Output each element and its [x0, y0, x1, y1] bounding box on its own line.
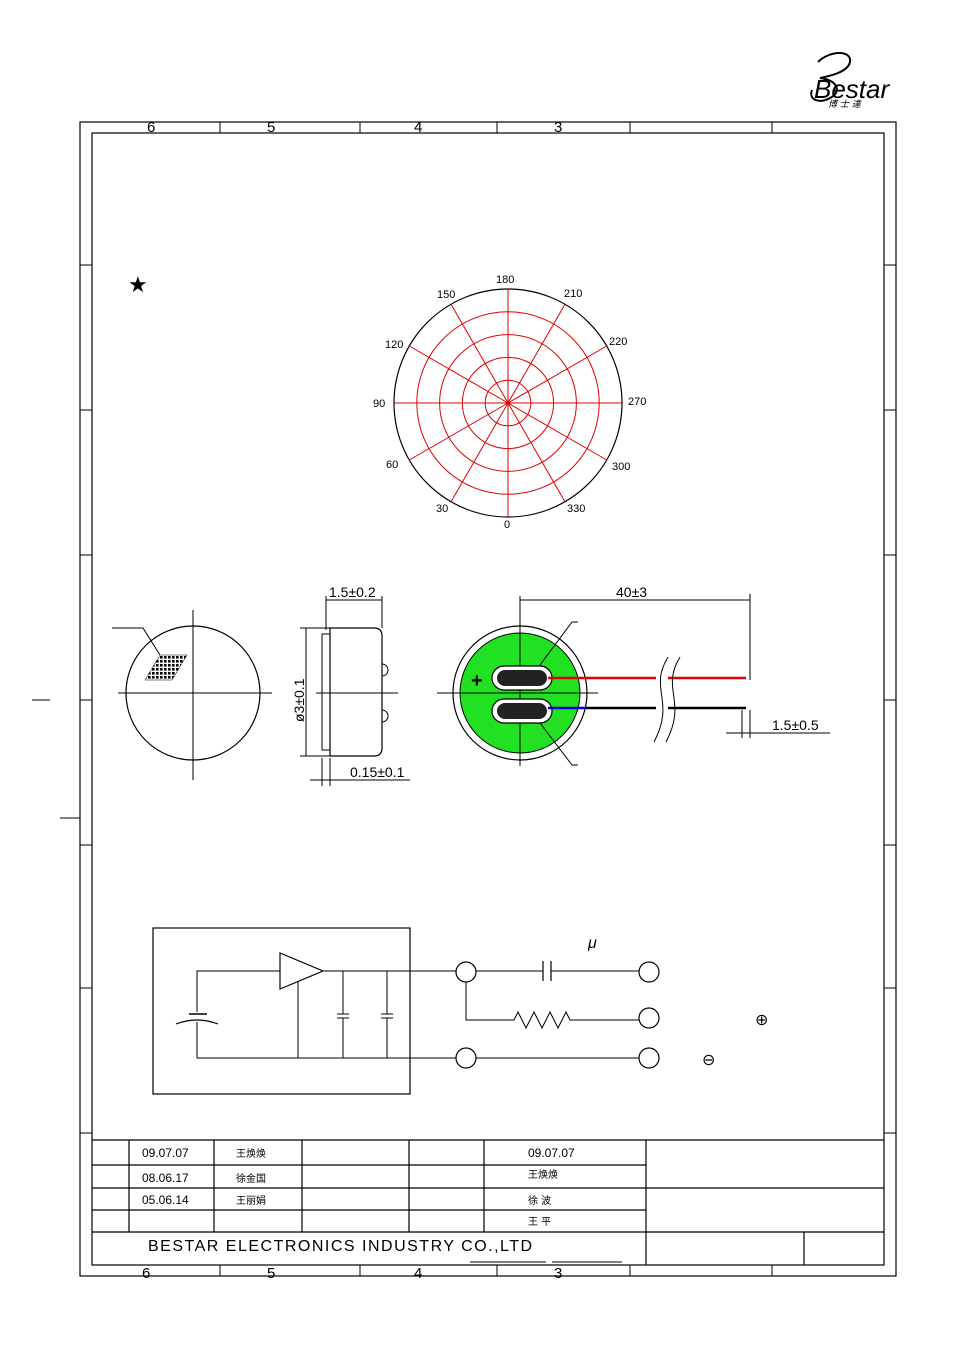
ground-terminal [638, 1047, 660, 1069]
polar-spoke [507, 402, 566, 502]
revision-name: 王丽娟 [236, 1194, 266, 1207]
rear-view: + 40±3 1.5±0.5 [437, 584, 830, 766]
zone-label: 5 [267, 1265, 275, 1282]
revision-date: 09.07.07 [142, 1146, 189, 1160]
amplifier-symbol [279, 952, 325, 990]
approval-date: 09.07.07 [528, 1146, 575, 1160]
solder-positive [497, 670, 547, 686]
output-terminal [638, 961, 660, 983]
outer-frame [79, 121, 897, 1277]
logo-subtitle: 博 士 達 [828, 99, 862, 110]
revision-name: 王焕焕 [236, 1147, 266, 1160]
mic-terminal [455, 961, 477, 983]
approval-name: 王 平 [528, 1217, 551, 1228]
angle-label: 270 [628, 396, 646, 408]
approval-name: 王焕焕 [528, 1168, 558, 1181]
polar-directivity-chart: 180 210 220 270 300 330 0 30 60 90 120 1… [373, 274, 646, 531]
angle-label: 120 [385, 339, 403, 351]
angle-label: 150 [437, 289, 455, 301]
angle-label: 90 [373, 398, 385, 410]
zone-labels-top: 6 5 4 3 [147, 119, 562, 136]
zone-ticks [32, 122, 896, 1276]
angle-label: 60 [386, 459, 398, 471]
gap-dimension: 0.15±0.1 [350, 764, 405, 780]
angle-label: 30 [436, 503, 448, 515]
capacitor-unit-label: μ [587, 935, 597, 952]
angle-label: 0 [504, 519, 510, 531]
star-icon: ★ [128, 272, 148, 297]
polar-spoke [409, 402, 509, 461]
logo-brand: Bestar [814, 74, 890, 104]
zone-label: 5 [267, 119, 275, 136]
supply-terminal [638, 1007, 660, 1029]
bestar-logo: Bestar 博 士 達 [810, 52, 890, 110]
angle-label: 180 [496, 274, 514, 286]
zone-labels-bottom: 6 5 4 3 [142, 1265, 562, 1282]
polar-spoke [450, 304, 509, 404]
zone-label: 6 [142, 1265, 150, 1282]
polar-angle-labels: 180 210 220 270 300 330 0 30 60 90 120 1… [373, 274, 646, 531]
zone-label: 4 [414, 119, 422, 136]
angle-label: 330 [567, 503, 585, 515]
positive-terminal-mark: + [471, 670, 483, 692]
angle-label: 220 [609, 336, 627, 348]
circuit-diagram: μ ⊕ ⊖ [152, 927, 768, 1095]
microphone-box [152, 927, 411, 1095]
inner-frame [91, 132, 885, 1266]
side-view: 1.5±0.2 ø3±0.1 0.15±0.1 [291, 584, 410, 786]
load-resistor [465, 982, 639, 1030]
zone-label: 6 [147, 119, 155, 136]
zone-label: 4 [414, 1265, 422, 1282]
mesh-area [144, 654, 188, 681]
front-view [112, 610, 272, 780]
polar-spoke [450, 402, 509, 502]
angle-label: 300 [612, 461, 630, 473]
wire-end-dimension: 1.5±0.5 [772, 717, 819, 733]
revision-name: 徐金国 [236, 1172, 266, 1185]
approval-name: 徐 波 [528, 1194, 551, 1207]
zone-label: 3 [554, 119, 562, 136]
wire-length-dimension: 40±3 [616, 584, 647, 600]
polar-spoke [507, 402, 607, 461]
diameter-dimension: ø3±0.1 [291, 678, 307, 722]
negative-supply-icon: ⊖ [702, 1052, 715, 1069]
revision-date: 08.06.17 [142, 1171, 189, 1185]
polar-spoke [507, 345, 607, 404]
angle-label: 210 [564, 288, 582, 300]
polar-grid [394, 289, 622, 517]
company-name: BESTAR ELECTRONICS INDUSTRY CO.,LTD [148, 1238, 534, 1255]
thickness-dimension: 1.5±0.2 [329, 584, 376, 600]
polar-spoke [409, 345, 509, 404]
polar-spoke [507, 304, 566, 404]
title-block: 09.07.07 王焕焕 08.06.17 徐金国 05.06.14 王丽娟 0… [92, 1139, 884, 1265]
positive-supply-icon: ⊕ [755, 1012, 768, 1029]
revision-date: 05.06.14 [142, 1193, 189, 1207]
solder-negative [497, 703, 547, 719]
zone-label: 3 [554, 1265, 562, 1282]
mic-terminal [455, 1047, 477, 1069]
